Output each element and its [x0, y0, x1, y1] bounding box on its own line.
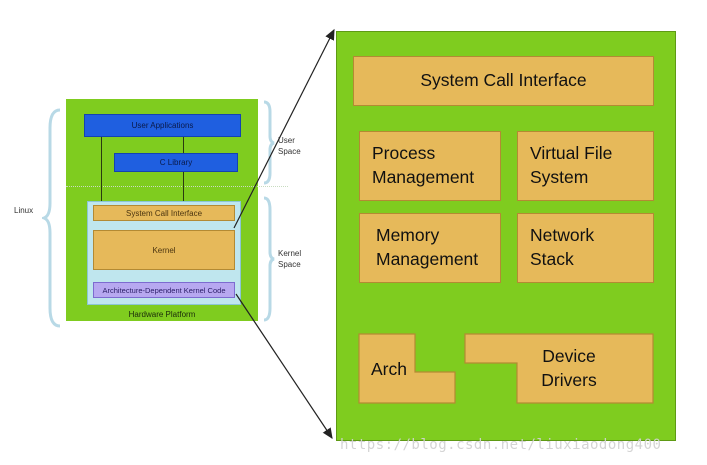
zoom-arrow-bottom — [235, 293, 333, 439]
watermark-url: https://blog.csdn.net/liuxiaodong400 — [340, 437, 662, 453]
kernel-space-brace — [263, 196, 275, 322]
system-call-interface-box: System Call Interface — [353, 56, 654, 106]
process-management-box: Process Management — [359, 131, 501, 201]
c-library-box: C Library — [114, 153, 238, 172]
memory-management-box: Memory Management — [359, 213, 501, 283]
linux-overview-diagram: Linux User Applications C Library System… — [0, 0, 302, 340]
linux-brace — [42, 108, 61, 328]
connector-line-2 — [183, 137, 184, 153]
arch-dependent-code-small: Architecture-Dependent Kernel Code — [93, 282, 235, 298]
arch-label: Arch — [371, 359, 407, 379]
connector-line-3 — [183, 172, 184, 205]
arch-shape — [358, 333, 456, 404]
hardware-platform-label: Hardware Platform — [128, 309, 196, 319]
kernel-small: Kernel — [93, 230, 235, 270]
linux-label: Linux — [14, 206, 34, 215]
system-call-interface-small: System Call Interface — [93, 205, 235, 221]
device-drivers-shape — [464, 333, 654, 404]
connector-line-1 — [101, 137, 102, 205]
user-space-brace — [263, 100, 275, 185]
user-space-label: User Space — [278, 136, 301, 156]
zoom-arrow-top — [233, 28, 335, 229]
user-applications-box: User Applications — [84, 114, 241, 137]
network-stack-box: Network Stack — [517, 213, 654, 283]
kernel-space-label: Kernel Space — [278, 249, 302, 269]
device-drivers-label: Device Drivers — [541, 346, 597, 390]
virtual-file-system-box: Virtual File System — [517, 131, 654, 201]
user-kernel-separator — [66, 186, 288, 187]
